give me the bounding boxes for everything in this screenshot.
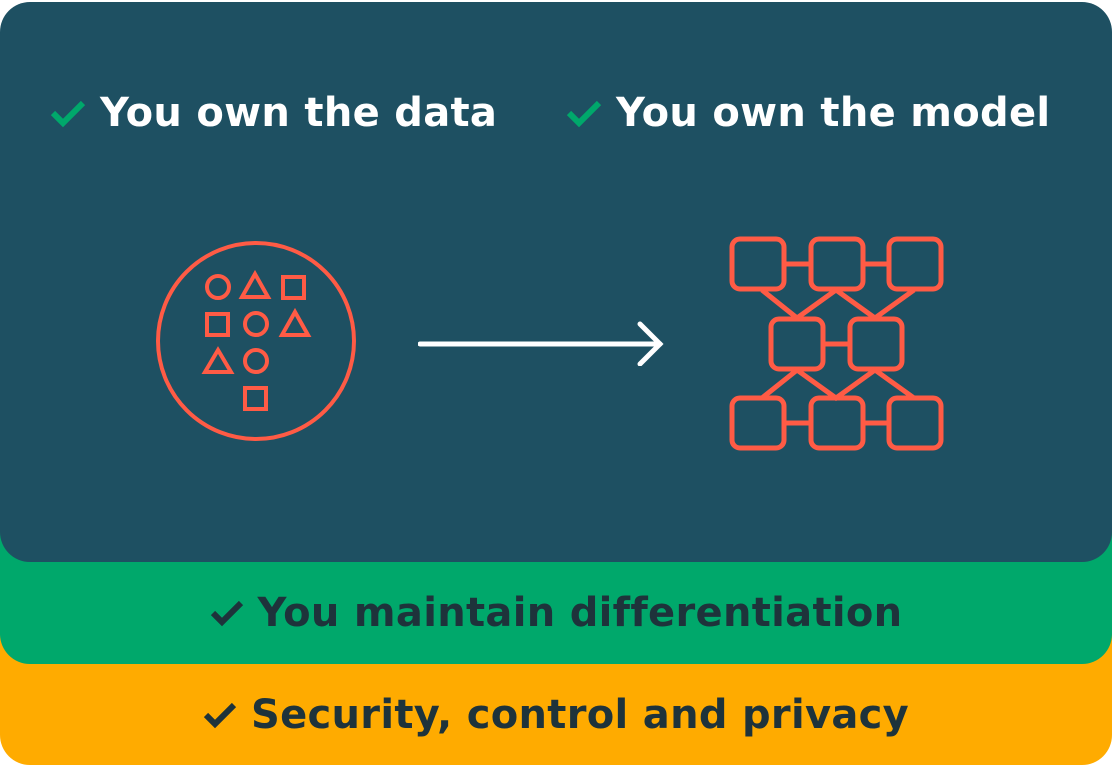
check-icon: [50, 100, 86, 128]
arrow-right-icon: [418, 321, 664, 366]
check-icon: [203, 702, 237, 729]
own-model-heading: You own the model: [566, 90, 1050, 136]
dark-panel: You own the data You own the model: [0, 2, 1112, 562]
shapes-in-circle-icon: [156, 241, 356, 441]
check-icon: [566, 100, 602, 128]
own-model-label: You own the model: [616, 90, 1051, 136]
neural-network-icon: [729, 236, 944, 451]
security-row: Security, control and privacy: [0, 690, 1112, 740]
check-icon: [210, 600, 243, 627]
differentiation-label: You maintain differentiation: [257, 590, 903, 636]
own-data-heading: You own the data: [50, 90, 497, 136]
own-data-label: You own the data: [100, 90, 498, 136]
differentiation-row: You maintain differentiation: [0, 588, 1112, 638]
security-label: Security, control and privacy: [250, 692, 910, 738]
